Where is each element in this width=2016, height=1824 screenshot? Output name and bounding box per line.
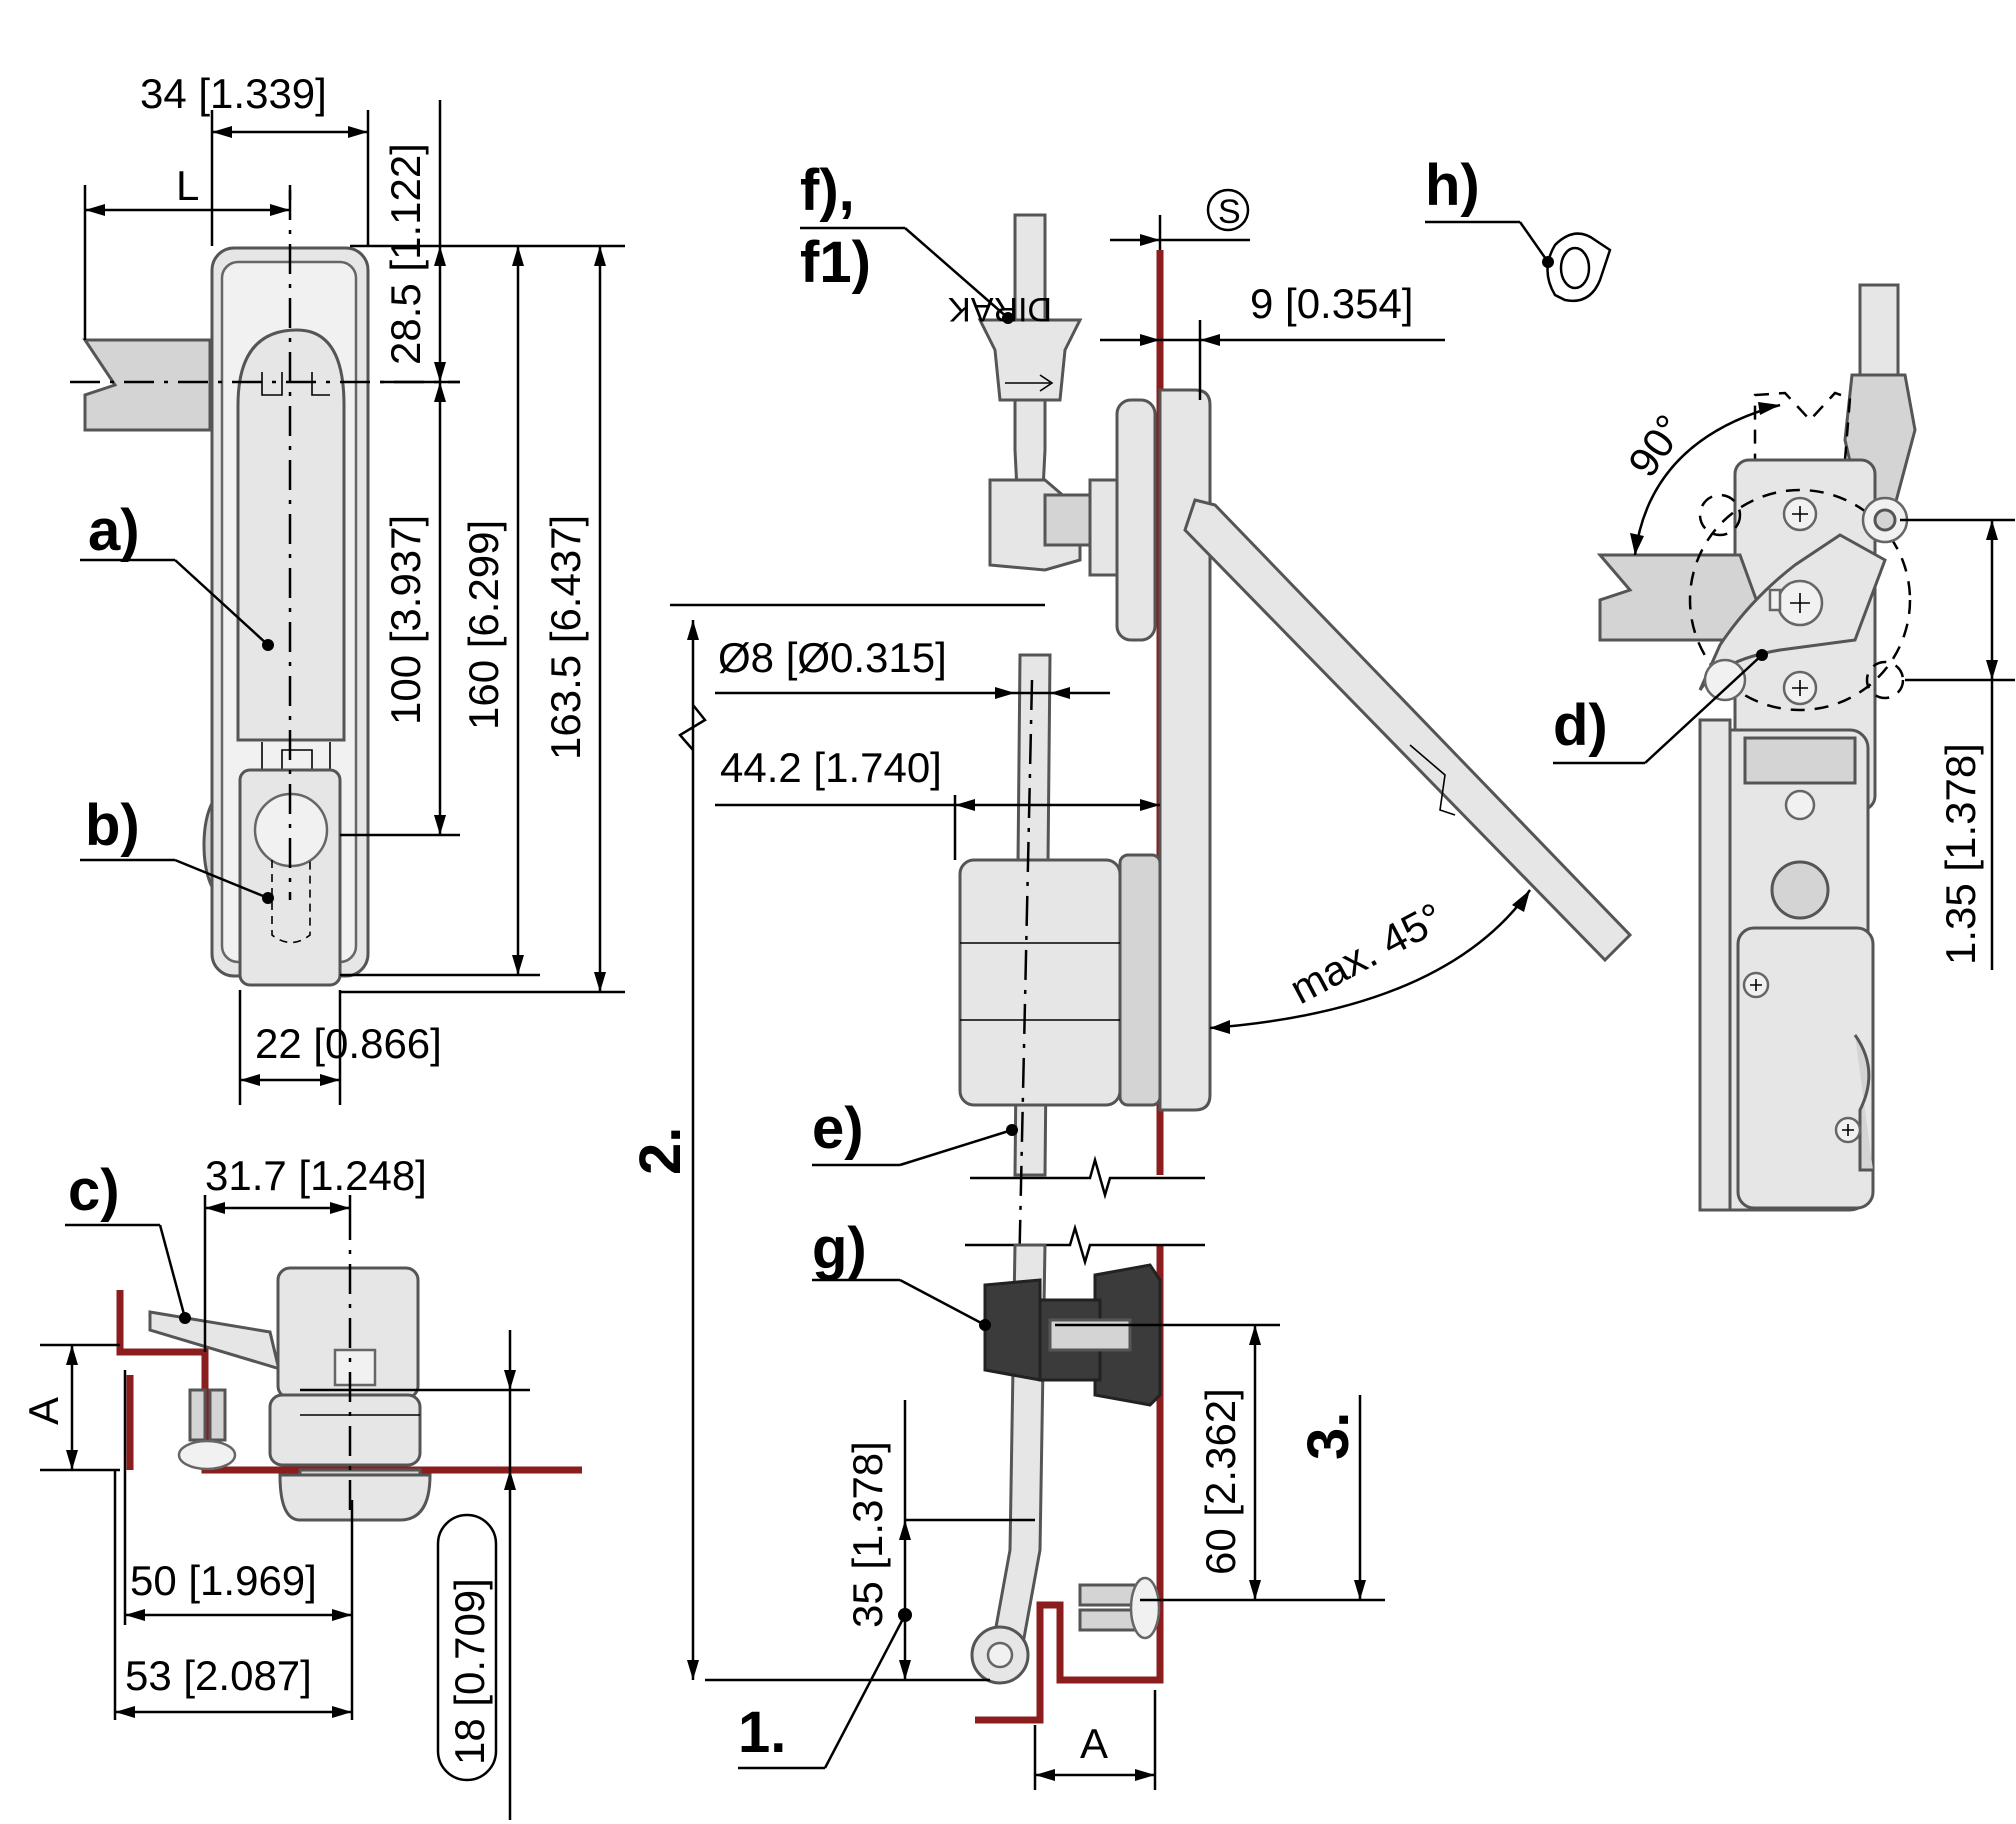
rod-connector	[977, 318, 1083, 402]
dim-60: 60 [2.362]	[1197, 1388, 1244, 1575]
dim-31-7: 31.7 [1.248]	[205, 1152, 427, 1199]
callout-d: d)	[1553, 693, 1608, 758]
dim-100: 100 [3.937]	[382, 515, 429, 725]
dim-50: 50 [1.969]	[130, 1557, 317, 1604]
callout-a: a)	[88, 498, 140, 563]
dim-L: L	[176, 162, 199, 209]
dim-A-top: A	[20, 1397, 67, 1425]
gasket-h: h)	[1425, 153, 1612, 303]
callout-f: f),	[800, 158, 855, 223]
lock-block	[958, 858, 1122, 1107]
callout-b: b)	[85, 793, 140, 858]
rod-guide	[983, 1278, 1042, 1382]
top-section-view: 31.7 [1.248] A 50 [1.969] 53 [2.087] 18 …	[20, 1152, 582, 1820]
dim-163-5: 163.5 [6.437]	[542, 515, 589, 760]
screw-icon	[1790, 593, 1810, 613]
dim-S: S	[1218, 193, 1241, 231]
dim-53: 53 [2.087]	[125, 1652, 312, 1699]
callout-h: h)	[1425, 153, 1480, 218]
dim-160: 160 [6.299]	[460, 520, 507, 730]
callout-c: c)	[68, 1158, 120, 1223]
step-3: 3.	[1296, 1412, 1361, 1460]
dim-8: Ø8 [Ø0.315]	[718, 634, 947, 681]
brand-label-icon: DIRAK	[948, 290, 1052, 328]
dim-max45: max. 45°	[1282, 893, 1451, 1013]
dim-A-bottom: A	[1080, 1720, 1108, 1767]
dim-18: 18 [0.709]	[446, 1578, 493, 1765]
callout-e: e)	[812, 1096, 864, 1161]
dim-22: 22 [0.866]	[255, 1020, 442, 1067]
gasket-icon	[1546, 232, 1612, 303]
callout-g: g)	[812, 1216, 867, 1281]
step-2: 2.	[628, 1127, 693, 1175]
dim-90: 90°	[1619, 406, 1694, 485]
lever-opened	[1183, 498, 1633, 963]
dim-35-left: 35 [1.378]	[844, 1441, 891, 1628]
callout-f1: f1)	[800, 230, 871, 295]
dim-34: 34 [1.339]	[140, 70, 327, 117]
side-view: DIRAK S	[628, 158, 1633, 1790]
dim-35-right: 1.35 [1.378]	[1937, 743, 1984, 965]
dim-9: 9 [0.354]	[1250, 280, 1413, 327]
flange-side	[1158, 388, 1212, 1112]
dim-28-5: 28.5 [1.122]	[382, 143, 429, 365]
cam-tongue-rear	[1596, 553, 1762, 642]
front-view: 34 [1.339] L 28.5 [1.122] 100 [3.937] 16…	[70, 70, 625, 1105]
cam-tongue	[82, 338, 212, 432]
step-1: 1.	[738, 1700, 786, 1765]
dim-44-2: 44.2 [1.740]	[720, 744, 942, 791]
rear-view: 90° 1.35 [1.378] d)	[1553, 283, 2015, 1212]
